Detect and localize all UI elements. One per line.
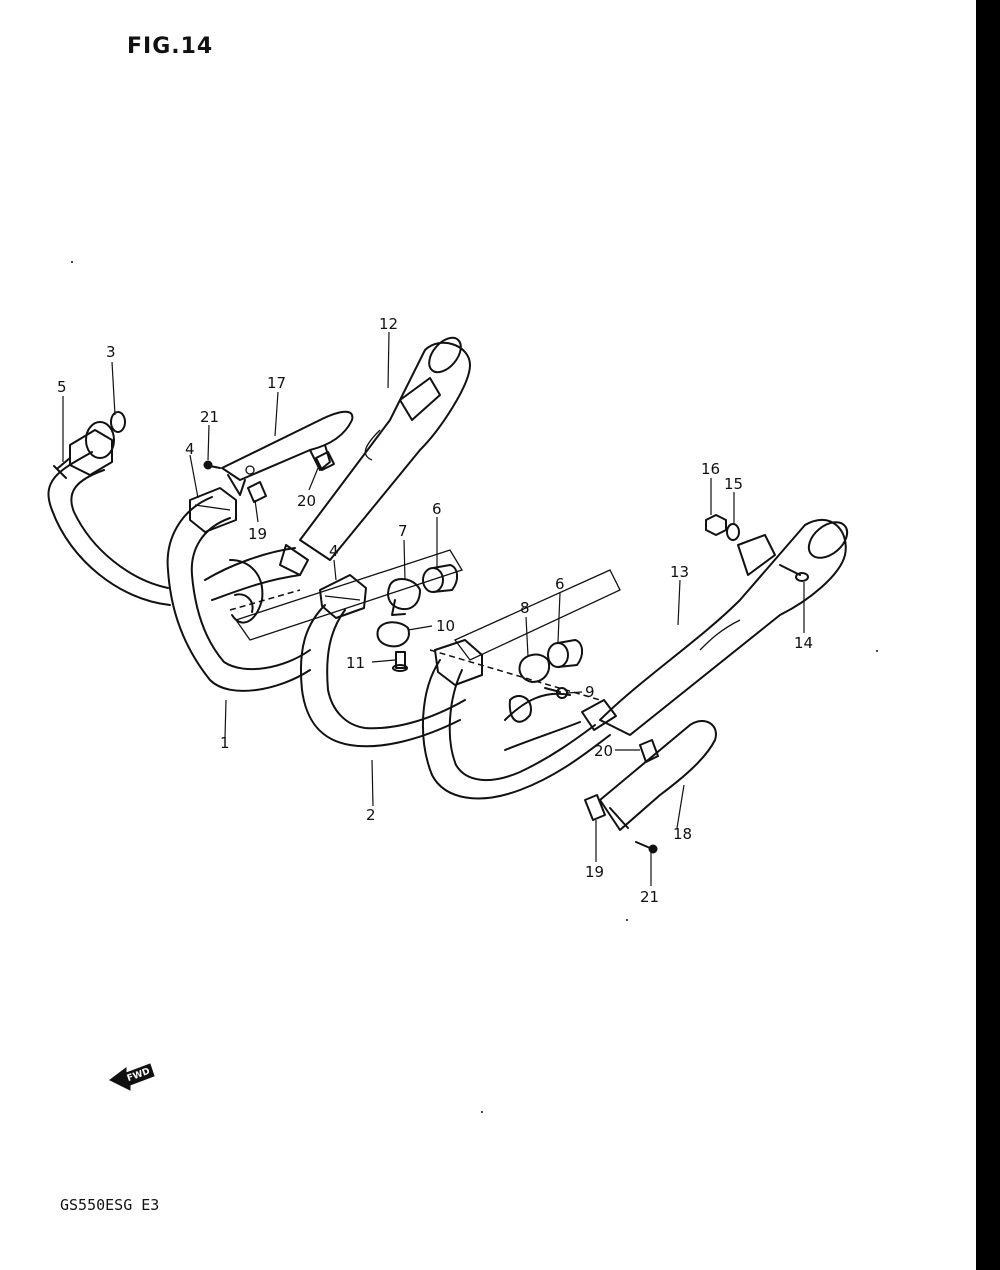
clamp-7	[387, 578, 421, 616]
bolt-11	[392, 651, 408, 672]
exhaust-pipe-3	[421, 639, 611, 800]
callout-labels: 1 2 3 4 4 5 6 6 7 8 9 10 11 12 13 14 15 …	[57, 315, 813, 906]
clamp-19-upper	[247, 481, 267, 503]
callout-2: 2	[366, 806, 376, 824]
exhaust-pipe-1	[47, 451, 463, 692]
callout-8: 8	[520, 599, 530, 617]
callout-1: 1	[220, 734, 230, 752]
callout-20b: 20	[594, 742, 613, 760]
clamp-8	[518, 653, 550, 683]
scan-edge-bar	[976, 0, 1000, 1270]
callout-4a: 4	[185, 440, 195, 458]
scan-specks	[71, 261, 878, 1113]
callout-6b: 6	[555, 575, 565, 593]
muffler-13	[581, 518, 849, 736]
leader-lines	[62, 331, 805, 886]
heat-shield-18	[599, 720, 717, 831]
callout-19a: 19	[248, 525, 267, 543]
clamp-20-upper	[315, 451, 335, 471]
callout-14: 14	[794, 634, 813, 652]
sleeve-6b	[547, 639, 583, 668]
clamp-10	[376, 621, 410, 648]
heat-shield-17	[221, 410, 354, 496]
exhaust-clamp-4a	[189, 487, 237, 533]
bolt-9	[544, 687, 568, 699]
callout-12: 12	[379, 315, 398, 333]
callout-5: 5	[57, 378, 67, 396]
bolt-14	[779, 564, 809, 582]
callout-10: 10	[436, 617, 455, 635]
nut-16	[705, 514, 727, 536]
callout-17: 17	[267, 374, 286, 392]
callout-15: 15	[724, 475, 743, 493]
clamp-19-lower	[584, 794, 606, 821]
bolt-21-upper	[203, 460, 221, 470]
exhaust-flange-5	[53, 421, 115, 479]
muffler-12	[279, 336, 471, 576]
exhaust-system-diagram: 1 2 3 4 4 5 6 6 7 8 9 10 11 12 13 14 15 …	[47, 261, 878, 1113]
callout-18: 18	[673, 825, 692, 843]
callout-4b: 4	[329, 542, 339, 560]
model-code: GS550ESG E3	[60, 1196, 160, 1214]
washer-15	[726, 523, 740, 541]
callout-6a: 6	[432, 500, 442, 518]
figure-title: FIG.14	[127, 34, 214, 59]
fwd-arrow-icon: FWD	[109, 1063, 155, 1091]
callout-3: 3	[106, 343, 116, 361]
exhaust-pipe-2	[299, 569, 621, 748]
bolt-21-lower	[635, 841, 658, 854]
clamp-20-lower	[639, 739, 659, 763]
callout-7: 7	[398, 522, 408, 540]
callout-20a: 20	[297, 492, 316, 510]
callout-11: 11	[346, 654, 365, 672]
callout-13: 13	[670, 563, 689, 581]
callout-19b: 19	[585, 863, 604, 881]
exhaust-clamp-4b	[319, 574, 367, 619]
callout-9: 9	[585, 683, 595, 701]
callout-16: 16	[701, 460, 720, 478]
callout-21a: 21	[200, 408, 219, 426]
gasket-3	[110, 411, 126, 433]
callout-21b: 21	[640, 888, 659, 906]
sleeve-6a	[422, 564, 458, 593]
